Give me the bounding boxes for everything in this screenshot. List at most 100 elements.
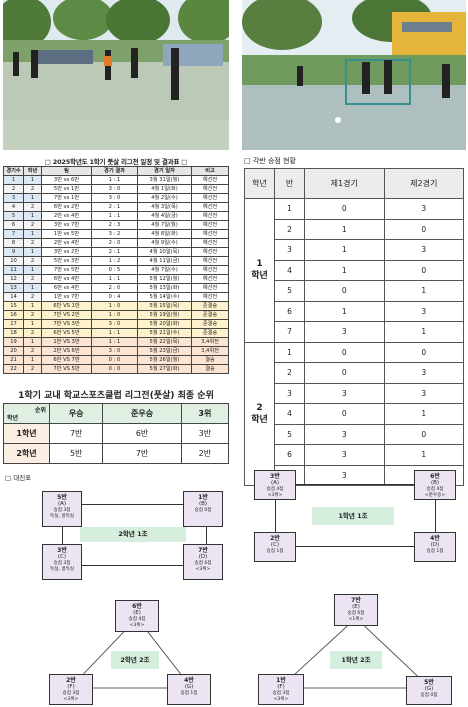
team-tag: (C) [57, 554, 67, 560]
cell: 1 [3, 175, 24, 185]
ranking-table: 순위 학년 우승 준우승 3위 1학년 7반 6반 3반 2학년 5반 7반 2… [3, 403, 230, 464]
cell: 2 [3, 184, 24, 194]
cell: 7반 vs 1반 [41, 193, 92, 203]
team-points: 승점 6점 [194, 561, 212, 566]
team-tag: (B) [430, 480, 440, 486]
cell: 5반 [48, 443, 104, 464]
cell: 3반 vs 6반 [41, 175, 92, 185]
cell: 1 [23, 301, 42, 311]
cell: 7 [3, 229, 24, 239]
cell: 7반 VS 2반 [41, 310, 92, 320]
col-header: 비고 [191, 166, 229, 176]
team-name: 4반 [184, 677, 194, 684]
col-header: 제1경기 [304, 168, 385, 199]
cell: 2 [23, 184, 42, 194]
cell: 1 : 0 [91, 310, 138, 320]
team-box: 2반(C)승점 1점 [254, 532, 296, 562]
col-header-runner-up: 준우승 [102, 403, 182, 424]
ranking-header-row: 순위 학년 우승 준우승 3위 [3, 403, 230, 424]
col-header: 경기 결과 [91, 166, 138, 176]
cell: 7반 VS 5반 [41, 364, 92, 374]
team-result: <3위> [63, 697, 79, 702]
cell: 1 [304, 218, 385, 240]
team-points: 승점 0점 [194, 508, 212, 513]
cell: 1 [23, 229, 42, 239]
team-points: 승점 4점 [426, 487, 444, 492]
cell: 4월 8일(화) [137, 229, 192, 239]
team-name: 2반 [66, 677, 76, 684]
cell: 6반 VS 5반 [41, 328, 92, 338]
cell: 10 [3, 256, 24, 266]
cell: 6반 vs 2반 [41, 202, 92, 212]
cell: 0 [383, 218, 464, 240]
team-result: <3위> [267, 493, 283, 498]
status-title: □ 각반 승점 현황 [244, 157, 296, 165]
cell: 2 [23, 220, 42, 230]
grade-label: 1학년 [3, 423, 50, 444]
cell: 2 : 1 [91, 202, 138, 212]
cell: 5월 23일(금) [137, 346, 192, 356]
cell: 3 [383, 198, 464, 220]
cell: 5반 vs 1반 [41, 184, 92, 194]
cell: 1 [23, 283, 42, 293]
cell: 1 [274, 341, 305, 363]
col-header-third: 3위 [180, 403, 230, 424]
cell: 11 [3, 265, 24, 275]
team-box: 4반(G)승점 1점 [167, 674, 211, 705]
cell: 예선전 [191, 283, 229, 293]
photo-students-playing-futsal-2 [242, 0, 466, 150]
table-row: 1학년 7반 6반 3반 [3, 423, 230, 444]
cell: 1 [304, 239, 385, 261]
cell: 4월 11일(금) [137, 256, 192, 266]
team-tag: (B) [198, 501, 208, 507]
team-points: 승점 4점 [266, 487, 284, 492]
cell: 18 [3, 328, 24, 338]
cell: 3반 vs 2반 [41, 247, 92, 257]
cell: 2 : 3 [91, 220, 138, 230]
cell: 예선전 [191, 184, 229, 194]
cell: 5반 vs 3반 [41, 256, 92, 266]
cell: 9 [3, 247, 24, 257]
cell: 3 [304, 444, 385, 466]
group-label: 1학년 2조 [330, 651, 382, 669]
cell: 결승 [191, 355, 229, 365]
team-result: <3위> [273, 697, 289, 702]
team-box: 1반(F)승점 3점<3위> [258, 674, 304, 705]
grade-label: 1 학년 [244, 198, 275, 343]
cell: 21 [3, 355, 24, 365]
cell: 3 [274, 239, 305, 261]
team-box: 6반(B)승점 4점<준우승> [414, 470, 456, 500]
cell: 준결승 [191, 301, 229, 311]
cell: 예선전 [191, 220, 229, 230]
cell: 2 [23, 364, 42, 374]
cell: 1 : 1 [91, 274, 138, 284]
team-points: 승점 3점 [62, 691, 80, 696]
team-result: <준우승> [424, 493, 446, 498]
col-header: 경기수 [3, 166, 24, 176]
team-name: 7반 [351, 597, 361, 604]
team-result: <3위> [195, 567, 211, 572]
cell: 2 : 0 [91, 238, 138, 248]
group-label: 2학년 1조 [80, 527, 186, 542]
cell: 2 [23, 274, 42, 284]
team-tag: (G) [184, 684, 194, 690]
team-tag: (D) [198, 554, 208, 560]
cell: 3 [383, 382, 464, 404]
cell: 4월 3일(목) [137, 202, 192, 212]
team-name: 6반 [132, 603, 142, 610]
cell: 1 : 2 [91, 256, 138, 266]
cell: 0 [383, 423, 464, 445]
cell: 5 [274, 423, 305, 445]
